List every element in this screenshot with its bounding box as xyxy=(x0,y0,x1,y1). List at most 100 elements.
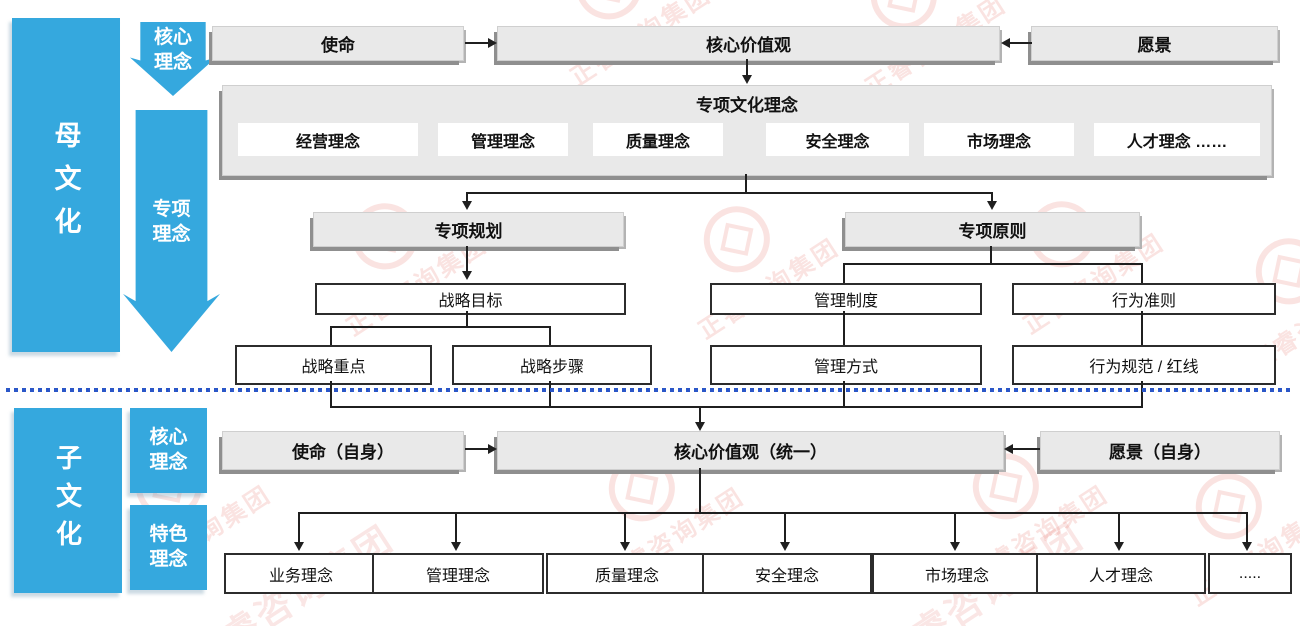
child-culture-label: 子文化 xyxy=(52,443,83,558)
strategy-steps-label: 战略步骤 xyxy=(519,359,584,376)
connector-distribution xyxy=(298,512,1248,514)
concept-item-label: 经营理念 xyxy=(295,133,360,151)
child-concept-business: 业务理念 xyxy=(224,553,378,594)
arrowhead-down-icon xyxy=(462,201,472,210)
connector-drop-6 xyxy=(1118,512,1120,543)
planning-header-box: 专项规划 xyxy=(313,212,624,247)
child-core-values-label: 核心价值观（统一） xyxy=(674,443,827,462)
watermark-ring-icon xyxy=(691,193,783,285)
connector-collector xyxy=(330,406,1143,408)
arrowhead-down-icon xyxy=(451,542,461,551)
conduct-rules-label: 行为准则 xyxy=(1111,293,1176,310)
arrowhead-down-icon xyxy=(987,201,997,210)
arrowhead-down-icon xyxy=(294,542,304,551)
management-method-box: 管理方式 xyxy=(710,345,982,385)
watermark-logo: 正睿咨询集团 xyxy=(960,152,1186,351)
parent-child-separator xyxy=(6,388,1294,392)
concept-item-business: 经营理念 xyxy=(238,123,418,156)
connector-to-planning xyxy=(466,192,468,202)
child-concept-label: 质量理念 xyxy=(594,567,659,585)
child-concept-management: 管理理念 xyxy=(372,553,544,594)
child-feature-concept-box: 特色理念 xyxy=(130,505,207,590)
child-concept-quality: 质量理念 xyxy=(546,553,708,594)
connector-planning-to-goal xyxy=(466,246,468,272)
connector-principles-down xyxy=(990,246,992,264)
connector-drop-7 xyxy=(1246,512,1248,543)
arrowhead-down-icon xyxy=(1114,542,1124,551)
child-feature-concept-label: 特色理念 xyxy=(149,523,188,570)
conduct-rules-box: 行为准则 xyxy=(1012,283,1276,315)
arrowhead-left-icon xyxy=(1004,444,1013,454)
connector-container-down xyxy=(745,174,747,193)
strategy-steps-box: 战略步骤 xyxy=(452,345,652,385)
connector-principles-split xyxy=(843,263,1143,265)
behavior-norms-label: 行为规范 / 红线 xyxy=(1089,359,1199,376)
connector-to-focus xyxy=(330,326,332,345)
connector-collector-drop xyxy=(699,406,701,423)
core-values-box: 核心价值观 xyxy=(497,26,1000,61)
arrowhead-left-icon xyxy=(1001,38,1010,48)
child-culture-bar: 子文化 xyxy=(14,408,122,593)
behavior-norms-box: 行为规范 / 红线 xyxy=(1012,345,1276,385)
arrowhead-down-icon xyxy=(620,542,630,551)
connector-drop-5 xyxy=(954,512,956,543)
connector-to-system xyxy=(843,263,845,283)
concept-item-label: 人才理念 …… xyxy=(1126,133,1228,151)
management-method-label: 管理方式 xyxy=(813,359,878,376)
arrowhead-down-icon xyxy=(780,542,790,551)
special-culture-container: 专项文化理念 经营理念 管理理念 质量理念 安全理念 市场理念 人才理念 …… xyxy=(222,85,1272,176)
child-mission-box: 使命（自身） xyxy=(222,431,464,470)
connector-drop-1 xyxy=(298,512,300,543)
concept-item-market: 市场理念 xyxy=(924,123,1074,156)
child-vision-label: 愿景（自身） xyxy=(1109,443,1211,462)
strategy-focus-label: 战略重点 xyxy=(301,359,366,376)
connector-method-drop xyxy=(843,381,845,408)
concept-item-label: 市场理念 xyxy=(966,133,1031,151)
connector-split-horizontal xyxy=(466,192,993,194)
child-concept-talent: 人才理念 xyxy=(1036,553,1206,594)
concept-item-quality: 质量理念 xyxy=(593,123,723,156)
strategy-goal-box: 战略目标 xyxy=(315,283,626,315)
arrowhead-right-icon xyxy=(488,38,497,48)
mission-box: 使命 xyxy=(212,26,464,61)
child-concept-label: 人才理念 xyxy=(1088,567,1153,585)
core-values-label: 核心价值观 xyxy=(706,36,791,55)
concept-item-talent: 人才理念 …… xyxy=(1094,123,1260,156)
connector-mission-to-core xyxy=(465,42,489,44)
connector-child-core-down xyxy=(699,468,701,513)
planning-header-label: 专项规划 xyxy=(434,222,503,241)
special-concept-arrow: 专项理念 xyxy=(123,110,220,352)
connector-focus-drop xyxy=(330,381,332,408)
connector-steps-drop xyxy=(549,381,551,408)
core-concept-label: 核心理念 xyxy=(153,27,192,73)
connector-drop-4 xyxy=(784,512,786,543)
core-concept-arrow: 核心理念 xyxy=(130,22,216,96)
child-concept-label: 市场理念 xyxy=(924,567,989,585)
connector-norms-drop xyxy=(1141,381,1143,408)
connector-drop-2 xyxy=(455,512,457,543)
arrowhead-down-icon xyxy=(742,75,752,84)
connector-to-principles xyxy=(991,192,993,202)
connector-child-mission-to-core xyxy=(465,448,489,450)
concept-item-label: 管理理念 xyxy=(470,133,535,151)
concept-item-label: 安全理念 xyxy=(805,133,870,151)
strategy-goal-label: 战略目标 xyxy=(438,293,503,310)
child-concept-label: ..... xyxy=(1238,564,1262,582)
vision-box: 愿景 xyxy=(1031,26,1278,61)
arrowhead-down-icon xyxy=(1242,542,1252,551)
mission-label: 使命 xyxy=(321,36,355,55)
arrowhead-right-icon xyxy=(488,444,497,454)
connector-child-vision-to-core xyxy=(1013,448,1040,450)
watermark-ring-icon xyxy=(1183,460,1275,552)
child-core-concept-box: 核心理念 xyxy=(130,408,207,493)
connector-conduct-to-norms xyxy=(1141,311,1143,345)
watermark-logo: 正睿咨询集团 xyxy=(635,157,861,356)
special-concept-label: 专项理念 xyxy=(152,199,191,245)
management-system-box: 管理制度 xyxy=(710,283,982,315)
concept-item-safety: 安全理念 xyxy=(766,123,909,156)
child-concept-label: 管理理念 xyxy=(425,567,490,585)
connector-core-down xyxy=(746,59,748,76)
strategy-focus-box: 战略重点 xyxy=(235,345,432,385)
child-concept-label: 业务理念 xyxy=(268,567,333,585)
